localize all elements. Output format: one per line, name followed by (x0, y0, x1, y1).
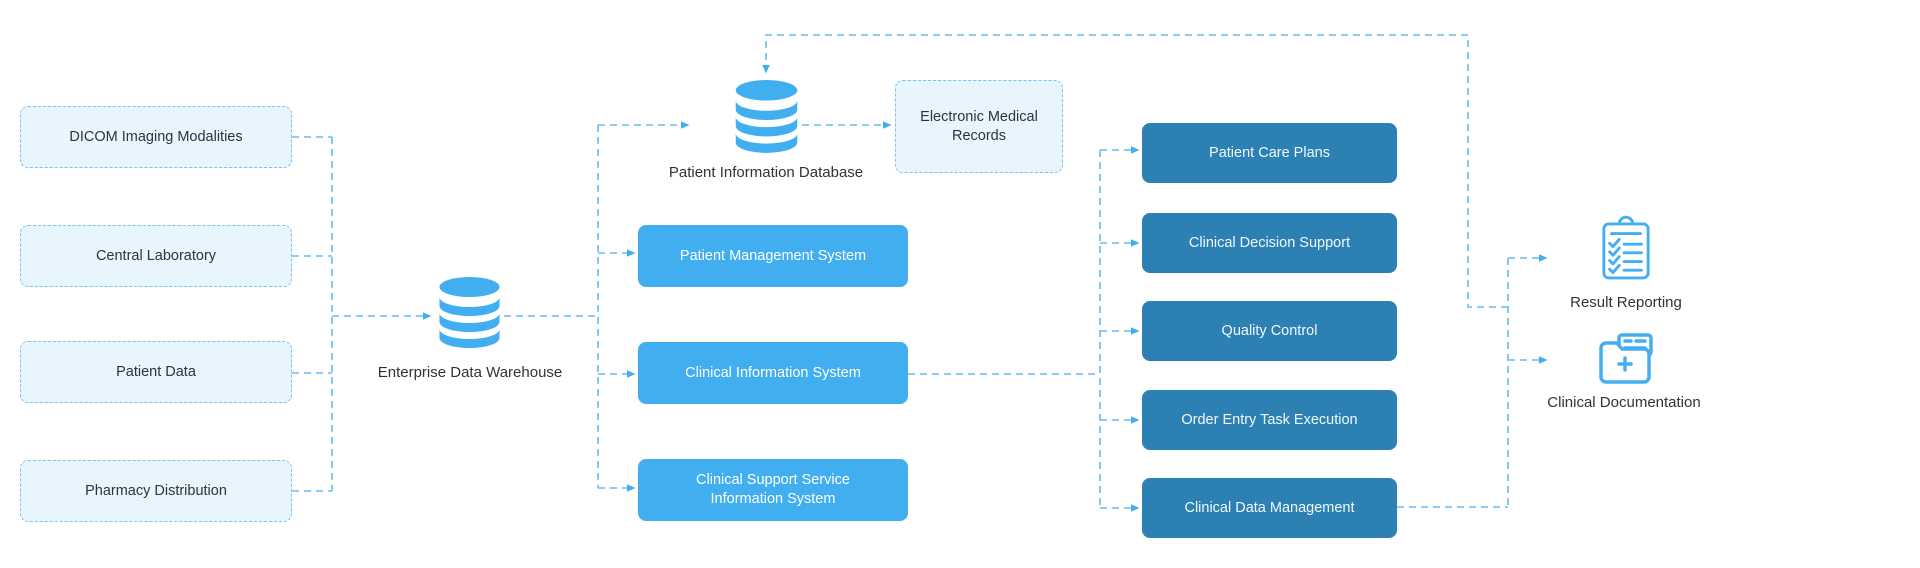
node-label: Clinical Information System (685, 364, 861, 381)
node-pharmacy-distribution: Pharmacy Distribution (20, 460, 292, 522)
folder-add-icon (1597, 331, 1655, 394)
node-order-entry-task-execution: Order Entry Task Execution (1142, 390, 1397, 450)
node-label: Patient Data (116, 363, 196, 380)
node-quality-control: Quality Control (1142, 301, 1397, 361)
connector-feedback-loop (762, 34, 1508, 308)
node-label: DICOM Imaging Modalities (69, 128, 243, 145)
clipboard-checklist-icon (1600, 214, 1652, 289)
node-label: Central Laboratory (95, 247, 217, 264)
node-label: Clinical Support Service Information Sys… (696, 472, 850, 507)
node-patient-management-system: Patient Management System (638, 225, 908, 287)
result-reporting-label: Result Reporting (1570, 294, 1682, 311)
node-clinical-decision-support: Clinical Decision Support (1142, 213, 1397, 273)
patient-database-icon (733, 80, 800, 165)
patient-db-label: Patient Information Database (668, 164, 864, 181)
node-label: Patient Care Plans (1209, 144, 1330, 161)
warehouse-database-icon (436, 277, 503, 360)
node-label: Clinical Data Management (1184, 499, 1355, 516)
node-patient-care-plans: Patient Care Plans (1142, 123, 1397, 183)
node-label: Pharmacy Distribution (85, 482, 227, 499)
node-central-laboratory: Central Laboratory (20, 225, 292, 287)
node-clinical-support-service-information-system: Clinical Support Service Information Sys… (638, 459, 908, 521)
node-patient-data: Patient Data (20, 341, 292, 403)
node-label: Patient Management System (679, 247, 867, 264)
node-label: Electronic Medical Records (920, 108, 1038, 144)
node-clinical-information-system: Clinical Information System (638, 342, 908, 404)
node-dicom-imaging-modalities: DICOM Imaging Modalities (20, 106, 292, 168)
node-clinical-data-management: Clinical Data Management (1142, 478, 1397, 538)
node-label: Clinical Decision Support (1188, 234, 1351, 251)
clinical-documentation-label: Clinical Documentation (1547, 394, 1701, 411)
node-electronic-medical-records: Electronic Medical Records (895, 80, 1063, 173)
node-label: Quality Control (1221, 322, 1318, 339)
node-label: Order Entry Task Execution (1181, 411, 1358, 428)
warehouse-label: Enterprise Data Warehouse (377, 364, 563, 381)
